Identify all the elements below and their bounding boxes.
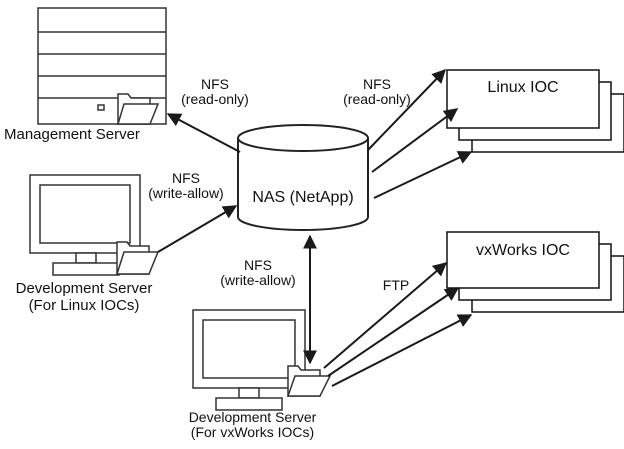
arrow-devvx-to-vxworks-ioc-2	[327, 287, 460, 377]
folder-icon	[115, 241, 160, 275]
edge-label-line2: (write-allow)	[220, 272, 296, 289]
arrow-devvx-to-vxworks-ioc-3	[331, 314, 473, 387]
arrow-nas-to-linux-ioc-1	[367, 68, 446, 151]
edge-label-line1: NFS	[363, 76, 391, 92]
arrow-nas-to-linux-ioc-2	[371, 108, 459, 173]
linux-ioc-stack	[446, 69, 624, 153]
arrow-nas-to-mgmt	[166, 113, 241, 153]
monitor-icon-vxworks	[192, 309, 306, 411]
vxworks-ioc-label: vxWorks IOC	[476, 242, 570, 259]
dev-server-vxworks-label: Development Server (For vxWorks IOCs)	[165, 409, 340, 441]
edge-label-line2: (read-only)	[181, 91, 249, 108]
edge-label-nas-devvx: NFS (write-allow)	[210, 257, 306, 289]
vxworks-ioc-stack	[446, 231, 624, 313]
edge-label-ftp: FTP	[382, 277, 410, 293]
dev-server-linux-label: Development Server (For Linux IOCs)	[4, 280, 164, 314]
nas-label: NAS (NetApp)	[252, 189, 354, 206]
edge-label-nas-to-linux-ioc: NFS (read-only)	[337, 76, 417, 108]
edge-label-nas-to-mgmt: NFS (read-only)	[175, 76, 255, 108]
nas-cylinder-icon	[237, 124, 369, 231]
edge-label-line2: (write-allow)	[148, 185, 224, 202]
dev-server-linux-line2: (For Linux IOCs)	[28, 296, 140, 314]
arrow-devlinux-to-nas	[157, 205, 238, 253]
arrow-nas-to-linux-ioc-3	[373, 151, 473, 199]
dev-server-vxworks-line1: Development Server	[188, 409, 317, 425]
edge-label-line1: NFS	[172, 170, 200, 186]
edge-label-line2: (read-only)	[343, 91, 411, 108]
folder-icon	[116, 93, 160, 125]
management-server-icon	[37, 7, 167, 125]
folder-icon	[286, 365, 332, 397]
edge-label-line1: NFS	[201, 76, 229, 92]
dev-server-vxworks-line2: (For vxWorks IOCs)	[190, 424, 315, 441]
edge-label-devlinux-to-nas: NFS (write-allow)	[140, 170, 232, 202]
dev-server-linux-line1: Development Server	[15, 280, 153, 297]
linux-ioc-label: Linux IOC	[487, 79, 559, 96]
monitor-icon-linux	[29, 174, 141, 276]
edge-label-line1: NFS	[244, 257, 272, 273]
arrow-devvx-to-vxworks-ioc-1	[323, 262, 448, 369]
management-server-label: Management Server	[4, 126, 140, 143]
